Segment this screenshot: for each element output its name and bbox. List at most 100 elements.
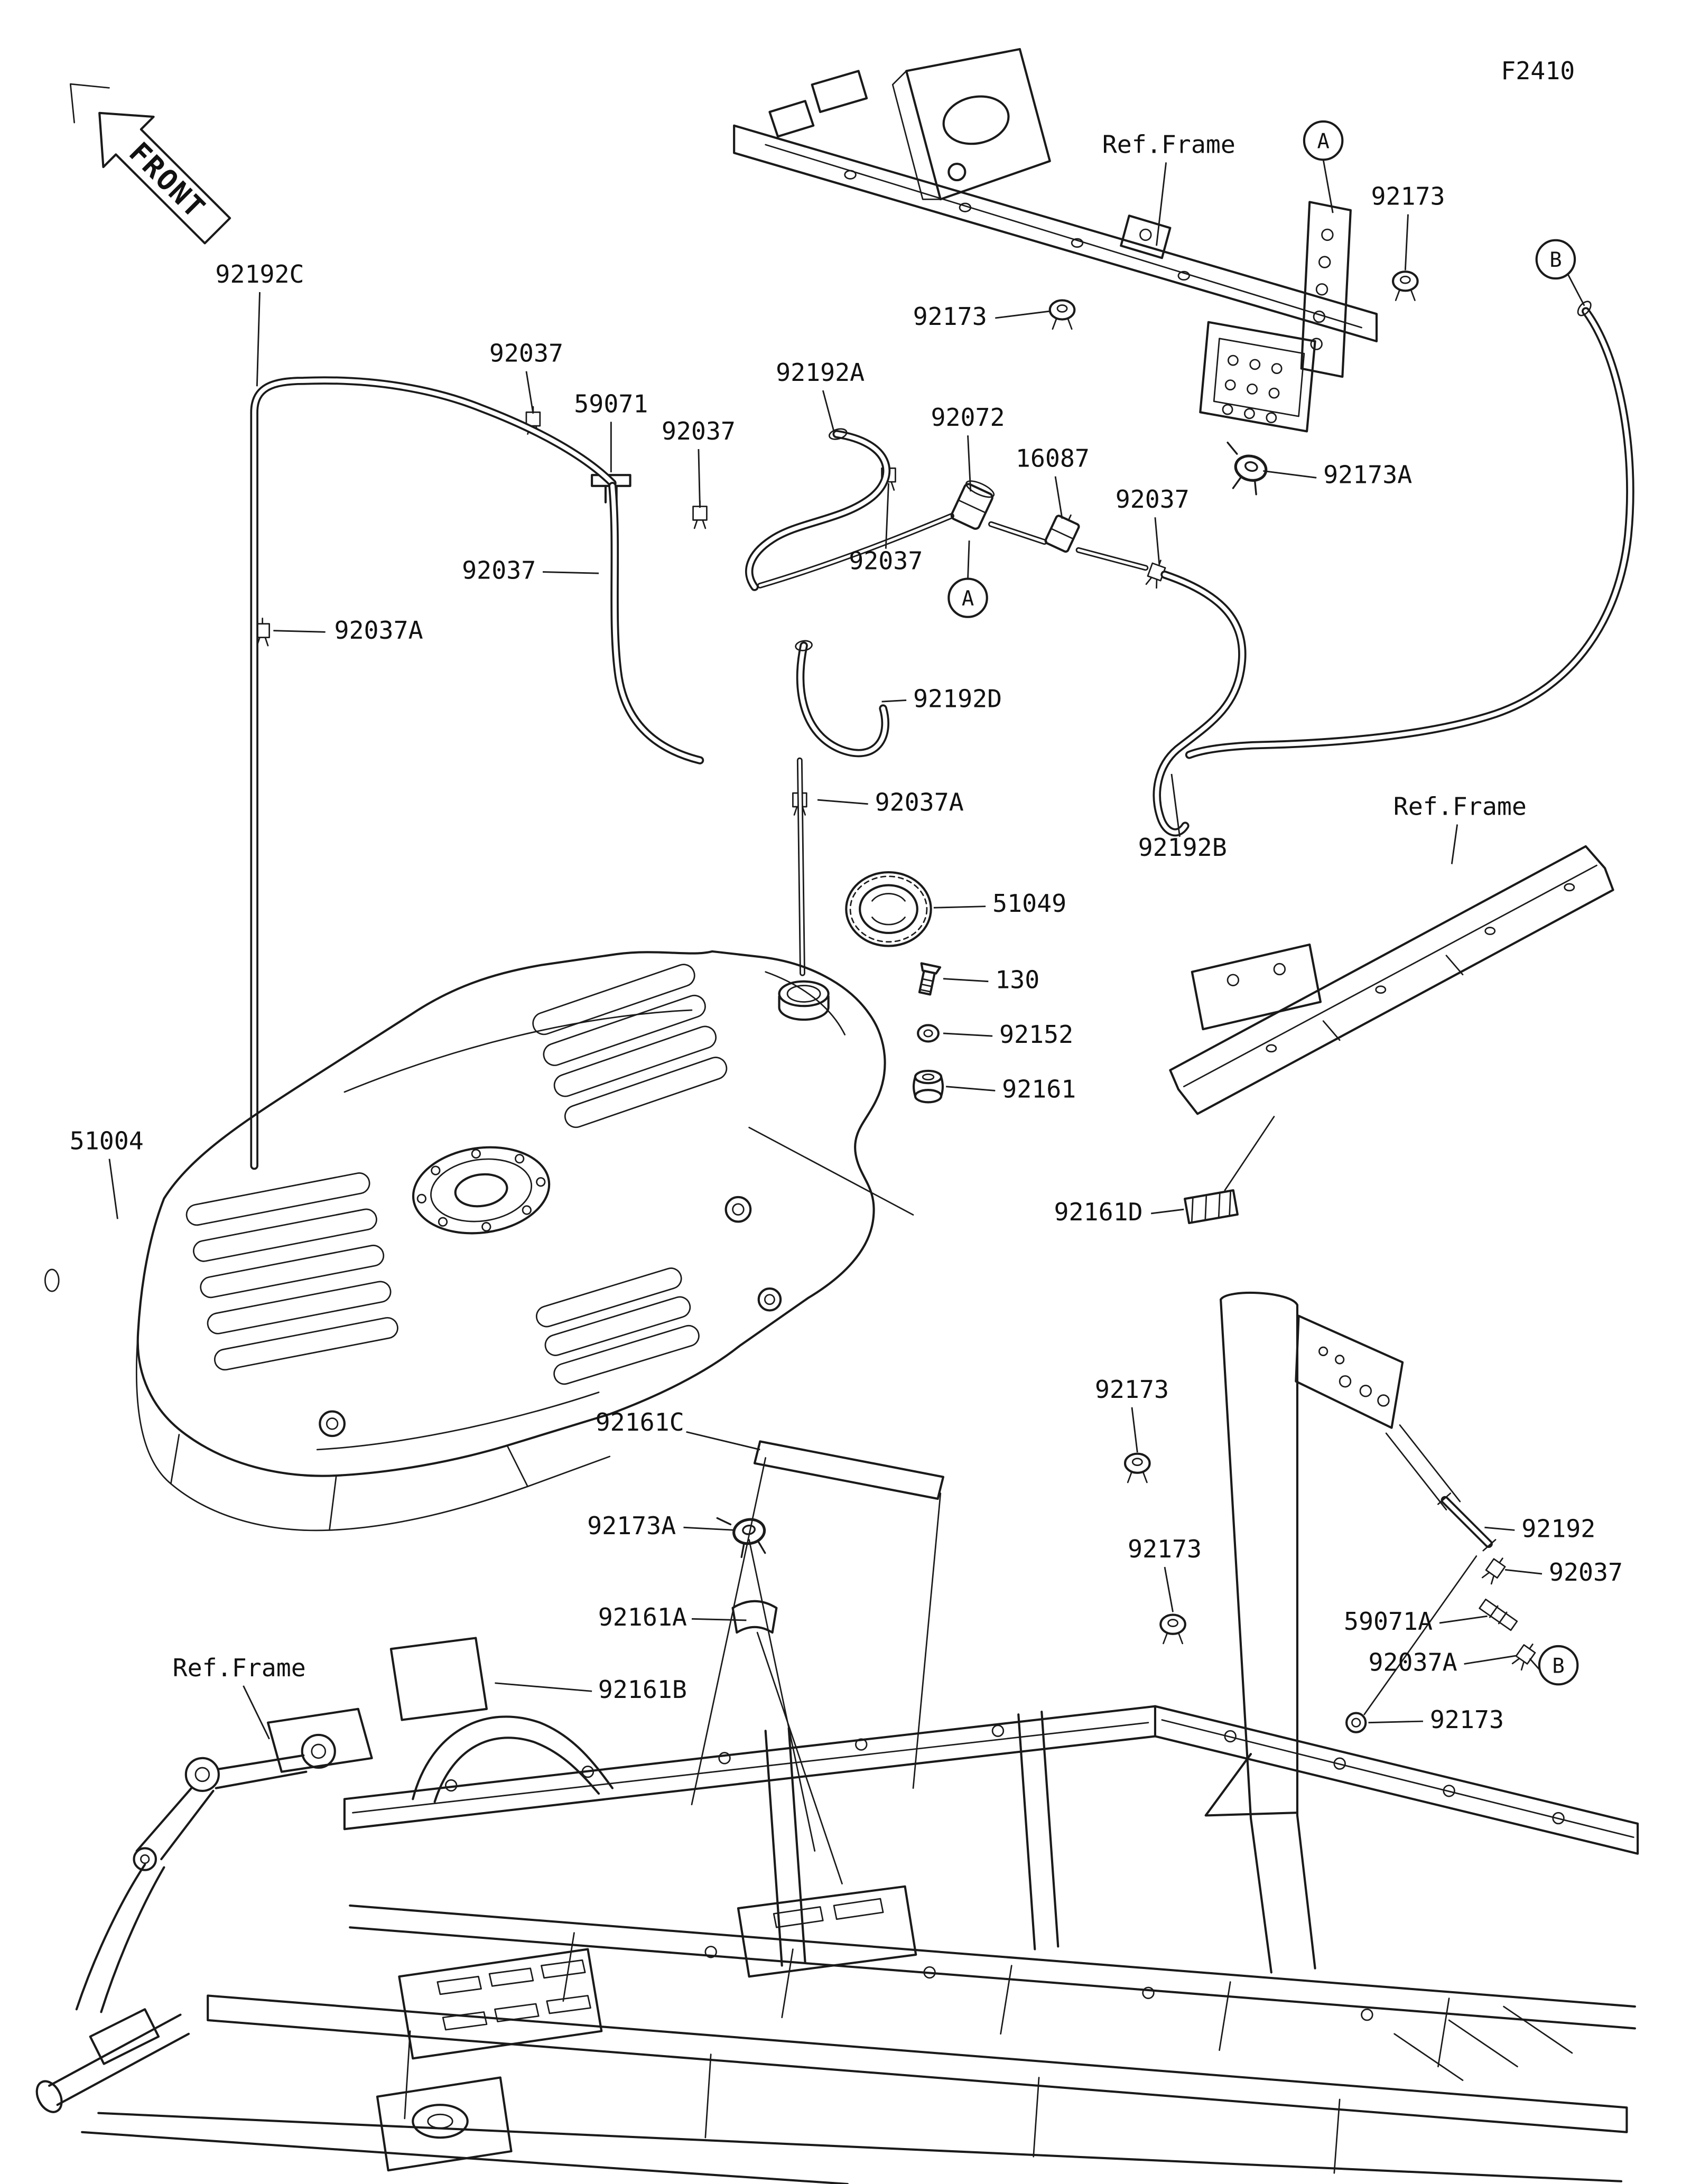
strip-92161c-icon bbox=[753, 1440, 945, 1500]
callout-b-bottom-circle bbox=[1538, 1645, 1579, 1686]
label-92037-2: 92037 bbox=[662, 417, 736, 445]
callout-a-mid-leader bbox=[967, 540, 970, 579]
pad-92161d-icon bbox=[1184, 1189, 1239, 1225]
label-92173-4: 92173 bbox=[1128, 1535, 1202, 1563]
callout-a-top-circle bbox=[1303, 120, 1344, 161]
hose-artwork bbox=[250, 301, 1634, 1170]
label-92037-5: 92037 bbox=[462, 556, 536, 585]
label-92152: 92152 bbox=[999, 1020, 1073, 1049]
label-92037-5-leader bbox=[542, 571, 599, 574]
label-92192d: 92192D bbox=[913, 684, 1002, 713]
ref-frame-right-leader bbox=[1451, 824, 1458, 864]
label-92192a-leader bbox=[822, 390, 835, 432]
label-92161: 92161 bbox=[1002, 1075, 1076, 1103]
label-92192: 92192 bbox=[1521, 1514, 1595, 1543]
label-51049: 51049 bbox=[992, 889, 1066, 918]
callout-b-bottom-text: B bbox=[1552, 1654, 1564, 1678]
label-92173-2-leader bbox=[1404, 214, 1409, 270]
joint-59071a-icon bbox=[1479, 1599, 1518, 1631]
label-92192b: 92192B bbox=[1138, 833, 1227, 862]
chassis-artwork bbox=[35, 1291, 1639, 2184]
label-92037a-1: 92037A bbox=[335, 616, 423, 645]
callout-b-bottom-leader bbox=[1529, 1658, 1540, 1670]
label-130: 130 bbox=[995, 966, 1039, 994]
assembly-lines bbox=[691, 1126, 1478, 1884]
label-92037-4: 92037 bbox=[849, 546, 923, 575]
label-92192a: 92192A bbox=[776, 358, 865, 387]
label-51004: 51004 bbox=[70, 1127, 144, 1155]
label-92161-leader bbox=[946, 1086, 996, 1091]
part-16087-icon bbox=[1044, 514, 1080, 553]
label-51049-leader bbox=[933, 906, 986, 909]
label-92037a-1-leader bbox=[273, 630, 326, 633]
callout-a-mid-circle bbox=[947, 577, 988, 618]
label-92173a-1: 92173A bbox=[1323, 461, 1412, 489]
label-92173-3-leader bbox=[1131, 1407, 1138, 1453]
label-92173-1: 92173 bbox=[913, 302, 987, 331]
ref-frame-bottom-left-leader bbox=[243, 1685, 270, 1740]
label-92192c-leader bbox=[256, 292, 261, 387]
label-92037a-2: 92037A bbox=[875, 788, 964, 817]
label-51004-leader bbox=[108, 1159, 118, 1219]
label-92192c: 92192C bbox=[215, 260, 304, 288]
label-92173-3: 92173 bbox=[1095, 1375, 1169, 1404]
tank-artwork bbox=[44, 950, 886, 1532]
label-92161c: 92161C bbox=[596, 1408, 684, 1436]
pad-92161a-icon bbox=[731, 1600, 778, 1634]
fuel-pump-ring-icon bbox=[412, 1146, 551, 1235]
clamp-92173a-low-icon bbox=[716, 1510, 768, 1560]
callout-b-bottom: B bbox=[1538, 1645, 1579, 1686]
pad-92161b-icon bbox=[389, 1637, 488, 1721]
label-92037a-3-leader bbox=[1464, 1655, 1517, 1665]
bolt-130-icon bbox=[918, 962, 942, 996]
label-92161b: 92161B bbox=[598, 1675, 687, 1704]
washer-92152-icon bbox=[917, 1024, 940, 1043]
label-92037a-2-leader bbox=[817, 799, 868, 805]
ref-frame-right: Ref.Frame bbox=[1393, 792, 1527, 821]
label-92173a-2-leader bbox=[683, 1526, 736, 1531]
callout-a-mid: A bbox=[947, 577, 988, 618]
label-92037-3: 92037 bbox=[1116, 485, 1190, 514]
label-92037-1-leader bbox=[525, 371, 534, 414]
label-59071a: 59071A bbox=[1344, 1607, 1433, 1636]
hose-92192-low-icon bbox=[1437, 1492, 1497, 1552]
top-frame-artwork bbox=[733, 48, 1378, 433]
label-92037-1: 92037 bbox=[489, 339, 563, 368]
part-92072-icon bbox=[950, 480, 995, 530]
cap-51049-icon bbox=[845, 871, 932, 947]
label-92173-1-leader bbox=[995, 310, 1050, 319]
clamp-92173a-top-icon bbox=[1227, 442, 1270, 496]
label-92161a: 92161A bbox=[598, 1603, 687, 1631]
label-92161d-leader bbox=[1150, 1208, 1184, 1215]
label-59071a-leader bbox=[1439, 1615, 1488, 1624]
filler-neck-icon bbox=[778, 980, 830, 1021]
ref-frame-top-leader bbox=[1156, 162, 1167, 246]
callout-a-mid-text: A bbox=[962, 587, 974, 611]
ref-frame-bottom-left: Ref.Frame bbox=[173, 1654, 306, 1682]
bolt-92173-low-icon bbox=[1345, 1712, 1367, 1733]
label-92173-5-leader bbox=[1368, 1720, 1424, 1724]
label-92037-6-leader bbox=[1505, 1569, 1543, 1575]
callout-b-top-circle bbox=[1535, 239, 1576, 280]
label-92161d: 92161D bbox=[1054, 1198, 1143, 1226]
label-92152-leader bbox=[943, 1032, 993, 1037]
label-59071: 59071 bbox=[574, 389, 648, 418]
label-92037-3-leader bbox=[1154, 517, 1160, 564]
callout-b-top-leader bbox=[1567, 274, 1585, 306]
label-16087: 16087 bbox=[1016, 444, 1090, 473]
label-16087-leader bbox=[1054, 476, 1063, 519]
label-92173-4-leader bbox=[1164, 1566, 1174, 1612]
label-92072-leader bbox=[967, 435, 972, 492]
page-code: F2410 bbox=[1501, 57, 1575, 85]
callout-a-top-leader bbox=[1322, 160, 1334, 213]
label-92037-6: 92037 bbox=[1549, 1558, 1623, 1586]
callout-b-top-text: B bbox=[1549, 248, 1562, 272]
callout-a-top-text: A bbox=[1317, 129, 1329, 153]
label-92173-5: 92173 bbox=[1430, 1705, 1504, 1734]
label-92173-2: 92173 bbox=[1371, 182, 1445, 211]
label-92161a-leader bbox=[691, 1618, 747, 1621]
ref-frame-top: Ref.Frame bbox=[1102, 130, 1235, 158]
